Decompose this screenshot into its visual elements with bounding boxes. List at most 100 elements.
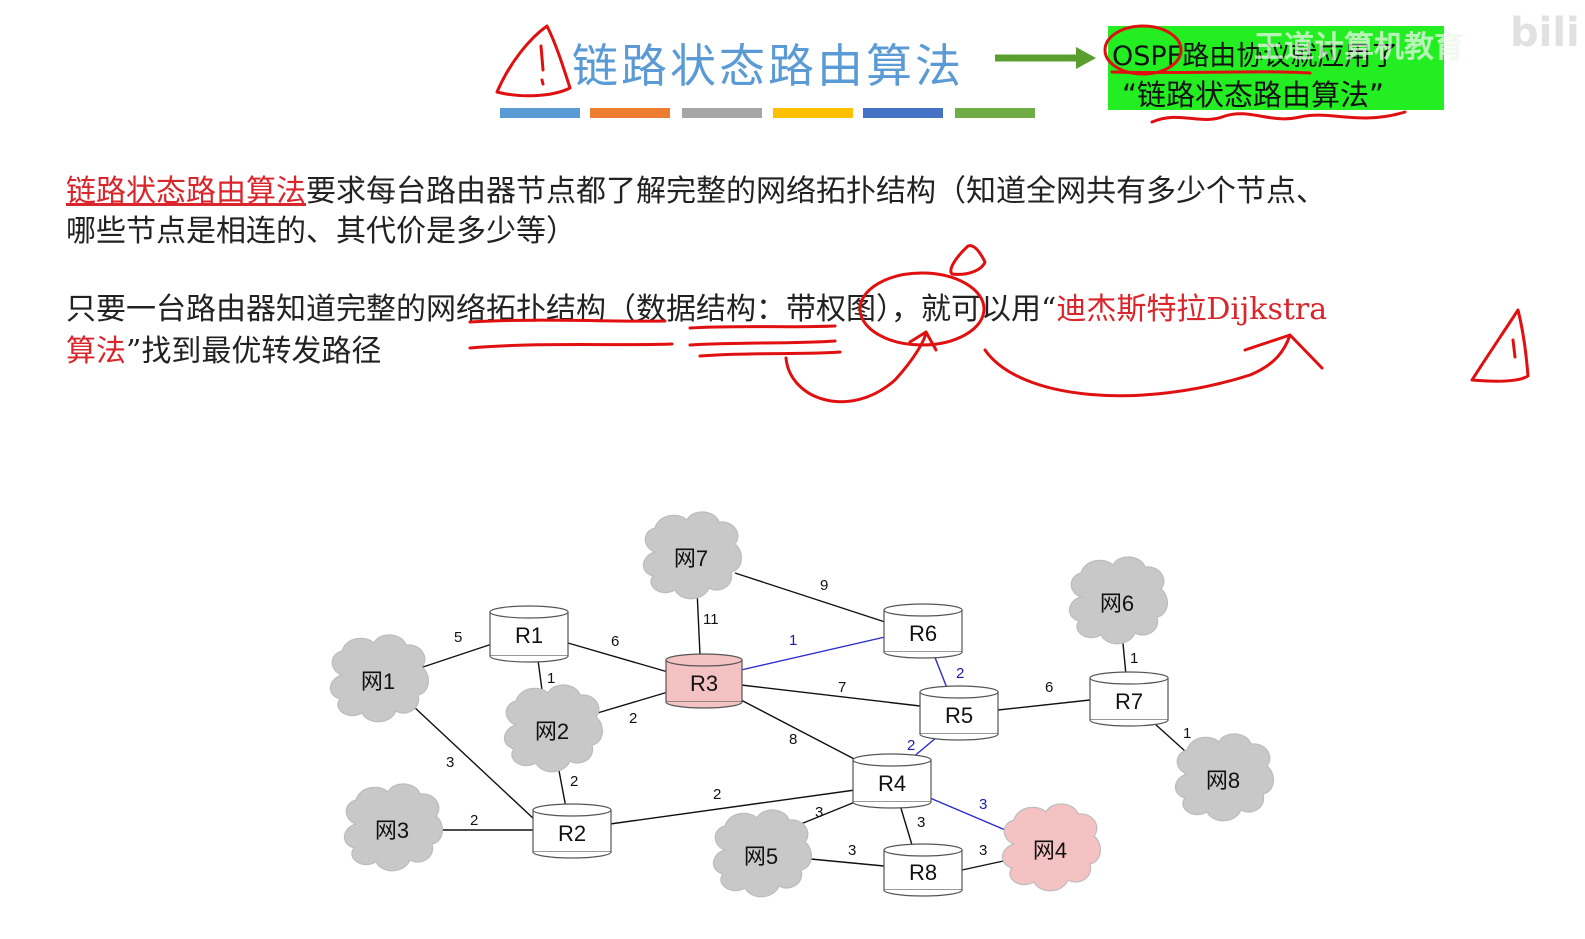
label-r8: R8 — [909, 860, 937, 885]
color-bar-green — [955, 108, 1035, 118]
edge-r6-r5 — [933, 654, 948, 689]
weight-r5-r4: 2 — [907, 737, 915, 754]
page-title: 链路状态路由算法 — [572, 39, 964, 93]
router-r5 — [919, 685, 999, 741]
routers — [489, 603, 1169, 897]
weight-r3-r4: 8 — [789, 731, 797, 748]
warning-mark-3 — [1470, 308, 1530, 383]
dijkstra-term: 迪杰斯特拉Dijkstra — [1056, 292, 1328, 327]
weight-r3-r5: 7 — [838, 679, 846, 696]
weight-net6-r7: 1 — [1130, 650, 1138, 667]
edge-r3-r6 — [740, 636, 886, 671]
color-bar-darkblue — [863, 108, 943, 118]
weight-net3-r2: 2 — [470, 812, 478, 829]
ospf-note-box — [1108, 26, 1444, 110]
paragraph-2-line-2: 算法”找到最优转发路径 — [66, 332, 381, 372]
weight-r4-r8: 3 — [917, 814, 925, 831]
warning-mark-1 — [495, 24, 572, 98]
paragraph-1-text: 要求每台路由器节点都了解完整的网络拓扑结构（知道全网共有多少个节点、 — [306, 174, 1326, 209]
warning-mark-3-stroke — [1511, 338, 1517, 359]
warning-mark-2 — [949, 244, 987, 276]
weight-r1-r3: 6 — [611, 633, 619, 650]
router-r4 — [852, 753, 932, 809]
underline-datastructure — [688, 324, 842, 358]
weight-r3-r6: 1 — [789, 632, 797, 649]
router-r1 — [489, 605, 569, 663]
label-r6: R6 — [909, 621, 937, 646]
edge-r3-r5 — [740, 684, 921, 707]
arrow-to-graph — [784, 330, 938, 404]
color-bar-gray — [682, 108, 762, 118]
color-bar-blue — [500, 108, 580, 118]
term-link-state: 链路状态路由算法 — [66, 174, 306, 209]
weight-net2-r3: 2 — [629, 710, 637, 727]
weight-r2-r4: 2 — [713, 786, 721, 803]
underline-topology — [468, 318, 674, 350]
bilibili-logo: bili — [1510, 10, 1580, 56]
edge-r4-r8 — [899, 804, 913, 846]
paragraph-1-line-1: 链路状态路由算法要求每台路由器节点都了解完整的网络拓扑结构（知道全网共有多少个节… — [66, 172, 1326, 212]
weight-net7-r3: 11 — [703, 611, 719, 628]
edge-r2-r4 — [609, 789, 856, 825]
edge-r1-r3 — [567, 642, 669, 673]
edge-net7-r6 — [734, 572, 886, 623]
edge-net1-r2 — [412, 705, 536, 821]
algorithm-term: 算法 — [66, 334, 126, 369]
edge-weights: 9 11 5 6 1 1 2 7 6 1 1 2 3 2 8 2 2 2 3 3… — [446, 577, 1191, 859]
weight-net2-r2: 2 — [570, 773, 578, 790]
warning-mark-1-stroke — [539, 44, 545, 86]
label-net8: 网8 — [1206, 768, 1240, 793]
router-r2 — [532, 803, 612, 859]
weight-r8-net4: 3 — [979, 842, 987, 859]
network-labels: 网7 网1 网2 网3 网5 网4 网6 网8 — [361, 546, 1240, 869]
shortest-path-edges — [740, 636, 1011, 833]
weight-r4-net4: 3 — [979, 796, 987, 813]
label-r2: R2 — [558, 821, 586, 846]
label-r1: R1 — [515, 623, 543, 648]
edge-net1-r1 — [419, 643, 493, 669]
label-r7: R7 — [1115, 689, 1143, 714]
paragraph-1-line-2: 哪些节点是相连的、其代价是多少等） — [66, 214, 576, 249]
weight-r5-r7: 6 — [1045, 679, 1053, 696]
ospf-note-line2: “链路状态路由算法” — [1122, 78, 1385, 112]
router-r7 — [1089, 671, 1169, 727]
edge-net2-r3 — [593, 691, 669, 715]
watermark-text: 王道计算机教育 — [1254, 30, 1464, 65]
router-r8 — [883, 843, 963, 897]
edge-r3-r4 — [740, 699, 861, 763]
edge-net5-r8 — [799, 857, 885, 867]
label-r5: R5 — [945, 703, 973, 728]
color-bar-yellow — [773, 108, 853, 118]
edge-r5-r4 — [911, 736, 938, 759]
paragraph-2-text-2: ”找到最优转发路径 — [126, 334, 382, 369]
ospf-note-line1: OSPF路由协议就应用了 — [1112, 41, 1399, 72]
weight-net1-r1: 5 — [454, 629, 462, 646]
green-arrow — [995, 47, 1096, 69]
label-net5: 网5 — [744, 844, 778, 869]
label-net7: 网7 — [674, 546, 708, 571]
edge-r5-r7 — [997, 699, 1091, 711]
label-net2: 网2 — [535, 719, 569, 744]
label-r3: R3 — [690, 671, 718, 696]
note-squiggle — [1150, 110, 1407, 124]
label-r4: R4 — [878, 771, 906, 796]
ospf-circle — [1103, 24, 1183, 76]
color-bar-orange — [590, 108, 670, 118]
weight-r7-net8: 1 — [1183, 725, 1191, 742]
weight-net1-r2: 3 — [446, 754, 454, 771]
edge-r8-net4 — [961, 859, 1009, 871]
label-net4: 网4 — [1033, 838, 1067, 863]
weight-net5-r8: 3 — [848, 842, 856, 859]
arrow-to-dijkstra — [983, 333, 1324, 398]
router-labels: R1 R3 R6 R5 R7 R4 R2 R8 — [515, 621, 1143, 885]
label-net3: 网3 — [375, 818, 409, 843]
weight-r1-net2: 1 — [547, 670, 555, 687]
router-r6 — [883, 603, 963, 659]
weight-net7-r6: 9 — [820, 577, 828, 594]
ospf-underline — [1110, 70, 1312, 75]
edge-r4-net4 — [929, 797, 1011, 833]
weight-r6-r5: 2 — [956, 665, 964, 682]
weight-net5-r4: 3 — [815, 804, 823, 821]
